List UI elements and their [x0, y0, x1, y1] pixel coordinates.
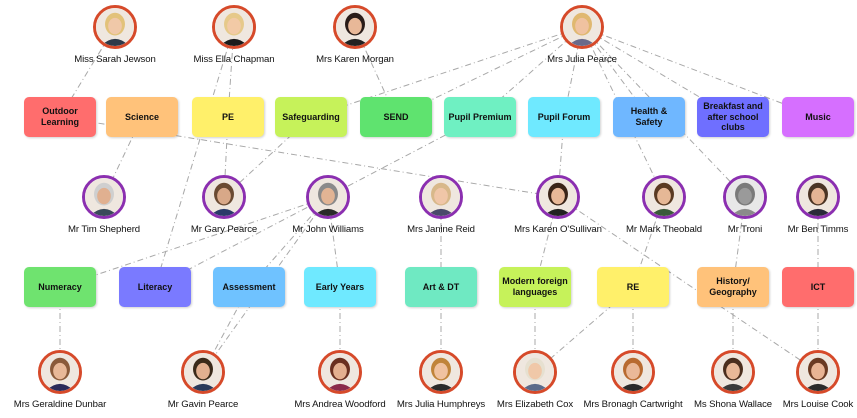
person-name: Miss Ella Chapman [193, 54, 275, 65]
avatar [796, 350, 840, 394]
subject-box-send: SEND [360, 97, 432, 137]
avatar [711, 350, 755, 394]
subject-box-music: Music [782, 97, 854, 137]
person-name: Mrs Janine Reid [407, 224, 475, 235]
avatar [536, 175, 580, 219]
subject-box-pupil-premium: Pupil Premium [444, 97, 516, 137]
avatar [318, 350, 362, 394]
leader-julia-pearce: Mrs Julia Pearce [517, 5, 647, 65]
avatar [642, 175, 686, 219]
person-name: Mr Mark Theobald [625, 224, 703, 235]
person-name: Mrs Geraldine Dunbar [13, 399, 107, 410]
subject-box-health-safety: Health & Safety [613, 97, 685, 137]
person-name: Mrs Julia Pearce [547, 54, 617, 65]
subject-box-re: RE [597, 267, 669, 307]
subject-box-pupil-forum: Pupil Forum [528, 97, 600, 137]
subject-box-early-years: Early Years [304, 267, 376, 307]
connector-line [557, 196, 819, 373]
subject-box-breakfast-clubs: Breakfast and after school clubs [697, 97, 769, 137]
subject-box-numeracy: Numeracy [24, 267, 96, 307]
avatar [419, 175, 463, 219]
staff-karen-osullivan: Mrs Karen O'Sullivan [493, 175, 623, 235]
subject-box-art-dt: Art & DT [405, 267, 477, 307]
leader-karen-morgan: Mrs Karen Morgan [290, 5, 420, 65]
person-name: Mrs Julia Humphreys [396, 399, 486, 410]
avatar [202, 175, 246, 219]
subject-box-ict: ICT [782, 267, 854, 307]
person-name: Mrs Elizabeth Cox [496, 399, 574, 410]
avatar [93, 5, 137, 49]
person-name: Mr Tim Shepherd [67, 224, 141, 235]
person-name: Mrs Andrea Woodford [294, 399, 386, 410]
staff-shona-wallace: Ms Shona Wallace [668, 350, 798, 410]
avatar [513, 350, 557, 394]
person-name: Mr Gavin Pearce [167, 399, 239, 410]
connector-line [59, 116, 559, 198]
staff-louise-cook: Mrs Louise Cook [753, 350, 857, 410]
leader-ella-chapman: Miss Ella Chapman [169, 5, 299, 65]
avatar [38, 350, 82, 394]
avatar [611, 350, 655, 394]
staff-bronagh-cartwright: Mrs Bronagh Cartwright [568, 350, 698, 410]
staff-janine-reid: Mrs Janine Reid [376, 175, 506, 235]
staff-tim-shepherd: Mr Tim Shepherd [39, 175, 169, 235]
staff-geraldine-dunbar: Mrs Geraldine Dunbar [0, 350, 125, 410]
subject-box-pe: PE [192, 97, 264, 137]
staff-gary-pearce: Mr Gary Pearce [159, 175, 289, 235]
person-name: Mrs Karen Morgan [316, 54, 394, 65]
staff-mark-theobald: Mr Mark Theobald [599, 175, 729, 235]
subject-box-assessment: Assessment [213, 267, 285, 307]
person-name: Mr Ben Timms [787, 224, 849, 235]
person-name: Miss Sarah Jewson [74, 54, 156, 65]
connector-line [154, 26, 235, 288]
person-name: Mrs Karen O'Sullivan [514, 224, 602, 235]
person-name: Mr Troni [727, 224, 763, 235]
avatar [419, 350, 463, 394]
person-name: Ms Shona Wallace [693, 399, 773, 410]
subject-box-history-geography: History/ Geography [697, 267, 769, 307]
person-name: Mrs Bronagh Cartwright [583, 399, 683, 410]
connector-line [59, 196, 329, 288]
subject-box-literacy: Literacy [119, 267, 191, 307]
staff-john-williams: Mr John Williams [263, 175, 393, 235]
avatar [796, 175, 840, 219]
subject-box-mfl: Modern foreign languages [499, 267, 571, 307]
avatar [333, 5, 377, 49]
avatar [181, 350, 225, 394]
avatar [82, 175, 126, 219]
person-name: Mrs Louise Cook [782, 399, 854, 410]
person-name: Mr Gary Pearce [190, 224, 258, 235]
staff-elizabeth-cox: Mrs Elizabeth Cox [470, 350, 600, 410]
connector-line [581, 26, 819, 118]
avatar [306, 175, 350, 219]
leader-sarah-jewson: Miss Sarah Jewson [50, 5, 180, 65]
connector-line [310, 26, 583, 118]
avatar-placeholder [723, 175, 767, 219]
staff-troni: Mr Troni [680, 175, 810, 235]
person-name: Mr John Williams [292, 224, 364, 235]
avatar [560, 5, 604, 49]
subject-box-outdoor-learning: Outdoor Learning [24, 97, 96, 137]
subject-box-safeguarding: Safeguarding [275, 97, 347, 137]
staff-gavin-pearce: Mr Gavin Pearce [138, 350, 268, 410]
subject-box-science: Science [106, 97, 178, 137]
staff-julia-humphreys: Mrs Julia Humphreys [376, 350, 506, 410]
avatar [212, 5, 256, 49]
staff-ben-timms: Mr Ben Timms [753, 175, 857, 235]
staff-andrea-woodford: Mrs Andrea Woodford [275, 350, 405, 410]
